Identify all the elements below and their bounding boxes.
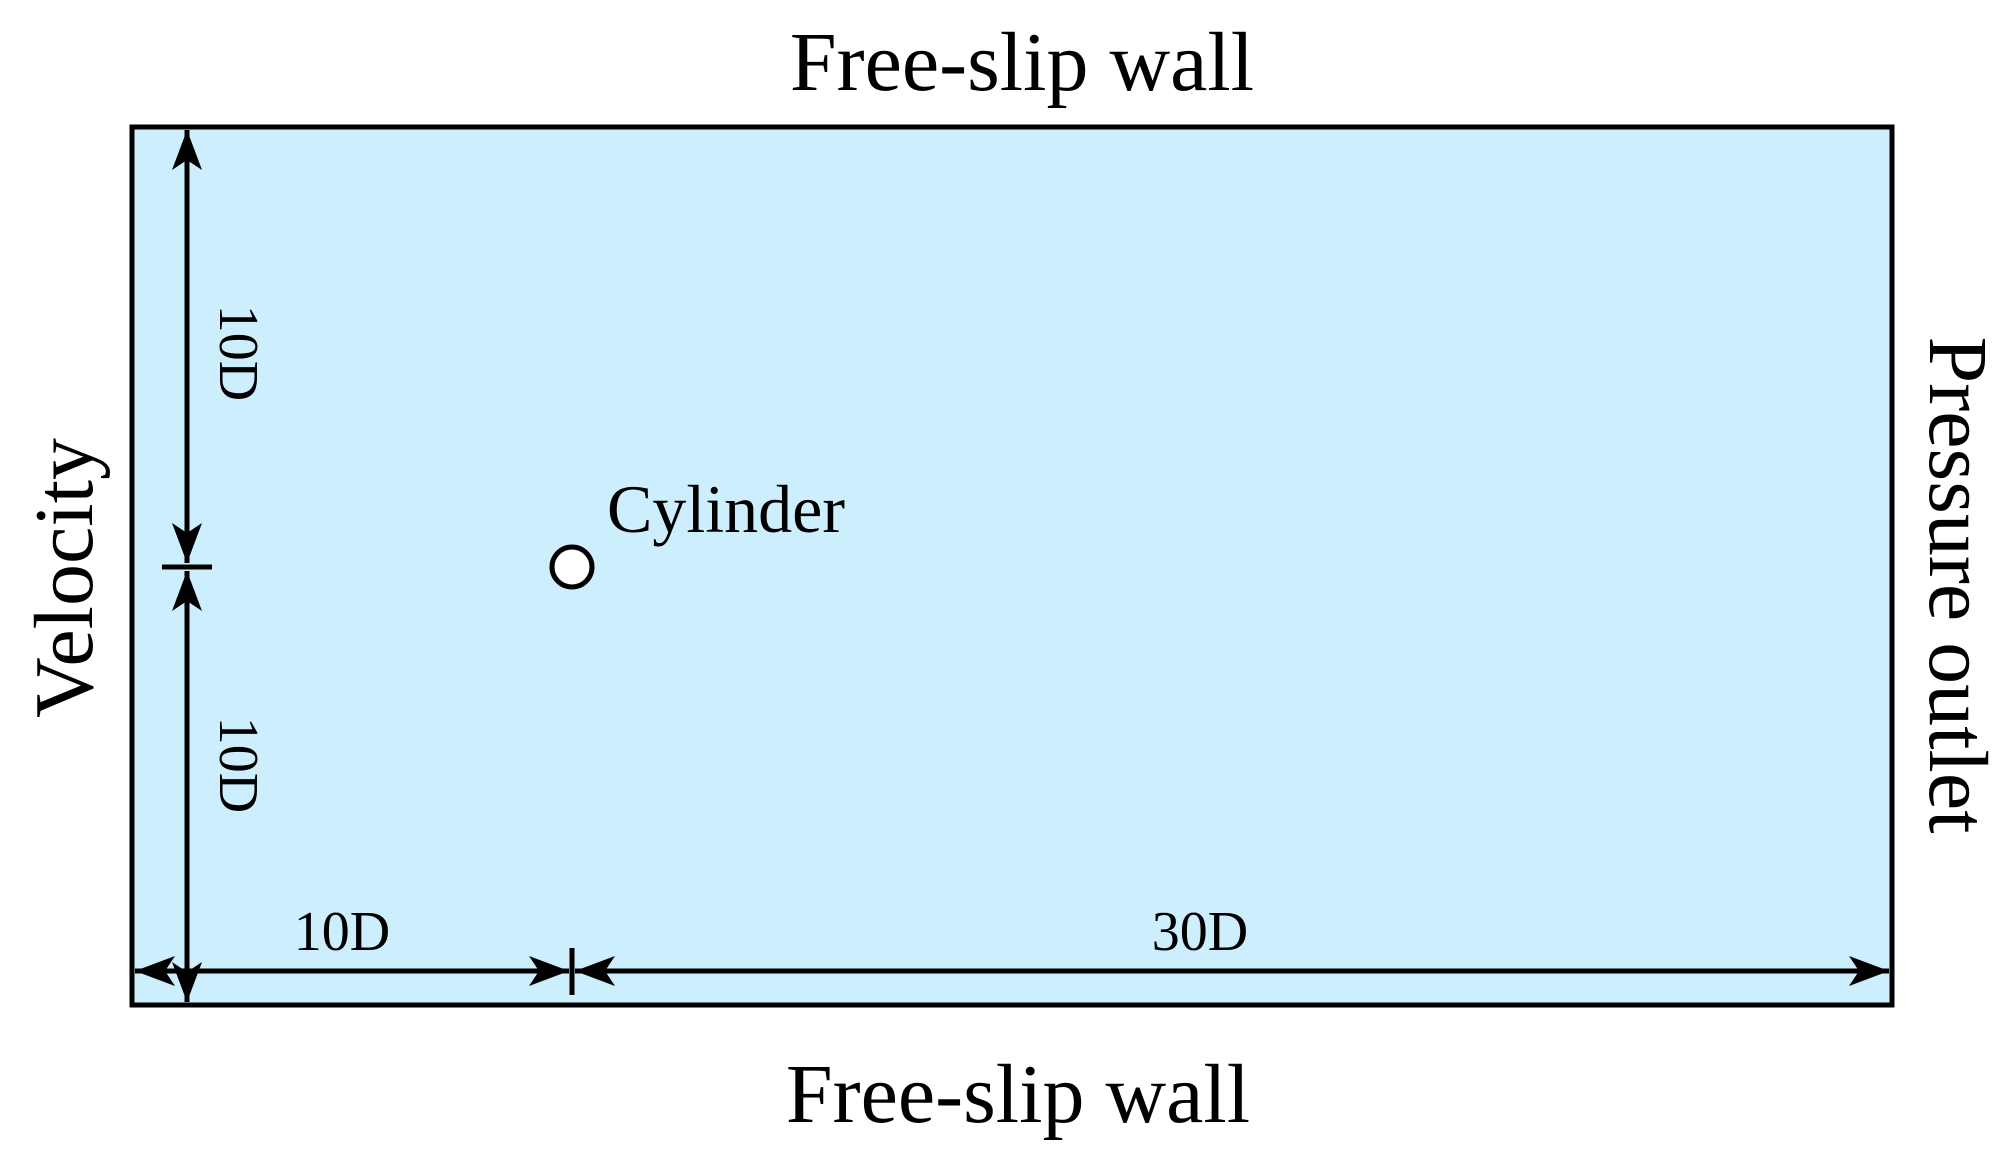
lower-height-label: 10D (207, 717, 269, 813)
upstream-length-label: 10D (294, 901, 390, 963)
cylinder-label: Cylinder (607, 471, 845, 547)
inlet-label: Velocity (18, 438, 111, 718)
outlet-label: Pressure outlet (1911, 337, 2004, 834)
downstream-length-label: 30D (1152, 901, 1248, 963)
top-wall-label: Free-slip wall (790, 16, 1254, 109)
fluid-domain (129, 124, 1895, 1008)
bottom-wall-label: Free-slip wall (786, 1048, 1250, 1141)
cylinder-shape (549, 544, 595, 590)
upper-height-label: 10D (207, 305, 269, 401)
